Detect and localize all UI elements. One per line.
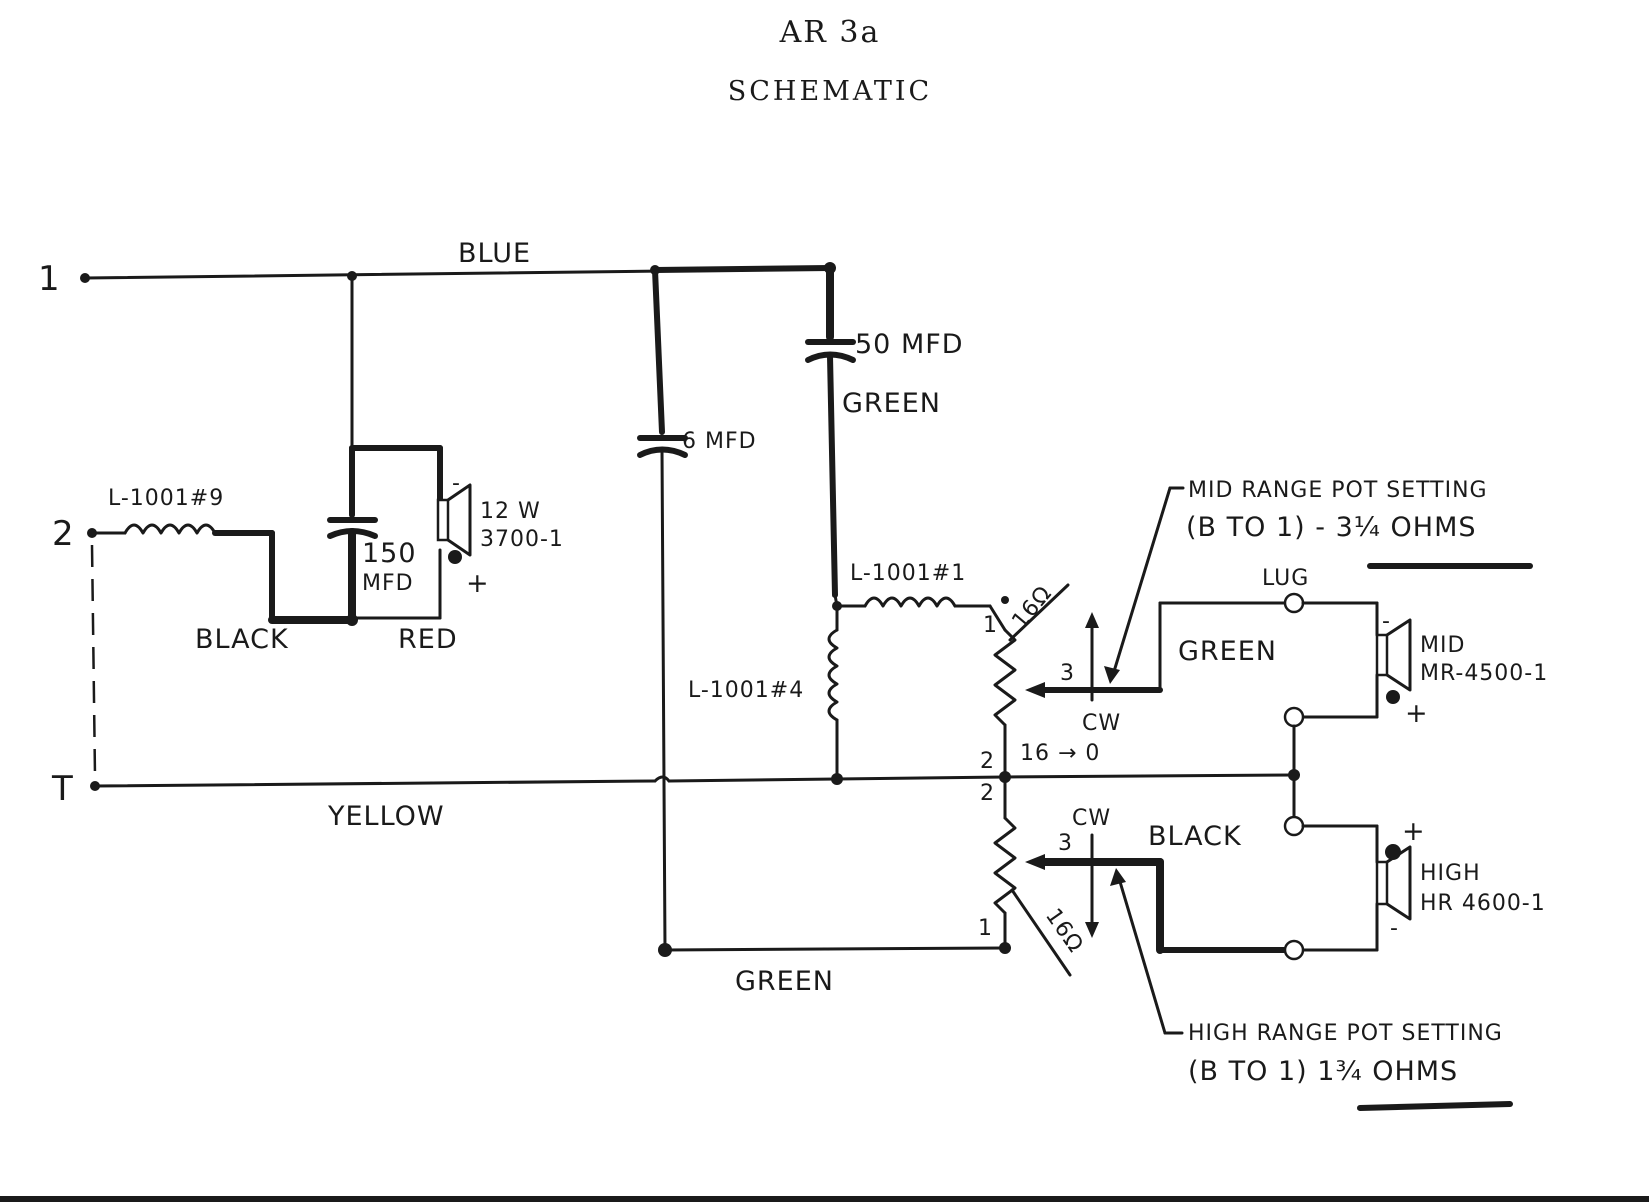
- high-pot-pin3: 3: [1058, 831, 1073, 856]
- mid-terminal-bottom: [1283, 706, 1305, 728]
- wire-label-blue: BLUE: [458, 238, 531, 269]
- capacitor-6-label: 6 MFD: [682, 429, 757, 454]
- lug-label: LUG: [1262, 566, 1309, 591]
- inductor-9: L-1001#9 BLACK RED: [90, 486, 458, 655]
- terminal-t: T: [51, 769, 100, 809]
- diagram-subtitle: SCHEMATIC: [728, 76, 932, 107]
- mid-range-note: MID RANGE POT SETTING (B TO 1) - 3¼ OHMS: [1104, 478, 1533, 684]
- mid-speaker-icon: [1375, 618, 1412, 692]
- terminal-2: 2: [52, 514, 97, 554]
- high-pot-pin2: 2: [980, 781, 995, 806]
- inductor-1-label: L-1001#1: [850, 561, 966, 586]
- mid-plus: +: [1405, 698, 1429, 729]
- mid-note-line2: (B TO 1) - 3¼ OHMS: [1186, 512, 1477, 543]
- high-range-note: HIGH RANGE POT SETTING (B TO 1) 1¾ OHMS: [1110, 868, 1513, 1111]
- capacitor-6mfd-branch: 6 MFD GREEN: [637, 267, 1011, 997]
- terminal-t-label: T: [51, 769, 73, 809]
- high-terminal-top: [1283, 815, 1305, 837]
- woofer-branch: 150 MFD - + 12 W 3700-1: [327, 274, 564, 624]
- mid-pot-pin3: 3: [1060, 661, 1075, 686]
- yellow-rail: YELLOW: [93, 769, 1300, 832]
- capacitor-150mfd: 150 MFD: [327, 517, 417, 624]
- high-pot-ohm-label: 16Ω: [1040, 904, 1088, 958]
- wire-label-green-bottom: GREEN: [735, 966, 834, 997]
- woofer-speaker-icon: - + 12 W 3700-1: [436, 471, 564, 599]
- high-terminal-bottom: [1283, 939, 1305, 961]
- woofer-minus: -: [452, 471, 461, 496]
- terminal-1: 1: [38, 259, 90, 299]
- inductor-9-label: L-1001#9: [108, 486, 224, 511]
- mid-note-line1: MID RANGE POT SETTING: [1188, 478, 1488, 503]
- mid-pot-cw: CW: [1082, 711, 1121, 736]
- capacitor-50-label: 50 MFD: [855, 329, 964, 360]
- mid-pot-pin2: 2: [980, 749, 995, 774]
- high-note-line1: HIGH RANGE POT SETTING: [1188, 1021, 1503, 1046]
- woofer-label-2: 3700-1: [480, 527, 564, 552]
- lug-terminal-top: [1283, 592, 1305, 614]
- wire-label-black-high: BLACK: [1148, 821, 1242, 852]
- woofer-label-1: 12 W: [480, 499, 541, 524]
- inductor-1: L-1001#1: [835, 561, 1009, 632]
- high-pot-pin1: 1: [978, 916, 993, 941]
- inductor-4-label: L-1001#4: [688, 678, 804, 703]
- mid-speaker: LUG - + MID MR-4500-1 GREEN: [1178, 566, 1548, 729]
- woofer-plus: +: [466, 568, 490, 599]
- wire-label-red: RED: [398, 624, 458, 655]
- wire-label-yellow: YELLOW: [327, 801, 445, 832]
- wire-label-green-top: GREEN: [842, 388, 941, 419]
- blue-rail: BLUE: [83, 238, 836, 281]
- mid-speaker-label-2: MR-4500-1: [1420, 661, 1548, 686]
- high-speaker-label-2: HR 4600-1: [1420, 891, 1546, 916]
- terminal-1-label: 1: [38, 259, 60, 299]
- wire-label-black: BLACK: [195, 624, 289, 655]
- capacitor-150-label-1: 150: [362, 538, 417, 569]
- high-minus: -: [1390, 916, 1399, 941]
- jumper-dashed: [90, 544, 97, 777]
- inductor-4: L-1001#4: [688, 604, 839, 781]
- terminal-2-label: 2: [52, 514, 74, 554]
- high-note-line2: (B TO 1) 1¾ OHMS: [1188, 1056, 1458, 1087]
- diagram-title: AR 3a: [779, 15, 881, 50]
- mid-minus: -: [1382, 609, 1391, 634]
- mid-pot-pin1: 1: [983, 613, 998, 638]
- capacitor-150-label-2: MFD: [362, 571, 414, 596]
- mid-speaker-label-1: MID: [1420, 633, 1465, 658]
- wire-label-green-mid: GREEN: [1178, 636, 1277, 667]
- page-bottom-edge: [0, 1196, 1649, 1202]
- mid-pot-arrow-label: 16 → 0: [1020, 741, 1100, 766]
- high-range-potentiometer: 16Ω 1 2 3 CW: [978, 775, 1290, 977]
- mid-pot-ohm-label: 16Ω: [1007, 581, 1057, 634]
- high-pot-cw: CW: [1072, 806, 1111, 831]
- high-plus: +: [1402, 816, 1426, 847]
- capacitor-50mfd-branch: 50 MFD GREEN: [805, 264, 964, 611]
- high-speaker: + - HIGH HR 4600-1 BLACK: [1148, 815, 1546, 961]
- high-speaker-label-1: HIGH: [1420, 861, 1481, 886]
